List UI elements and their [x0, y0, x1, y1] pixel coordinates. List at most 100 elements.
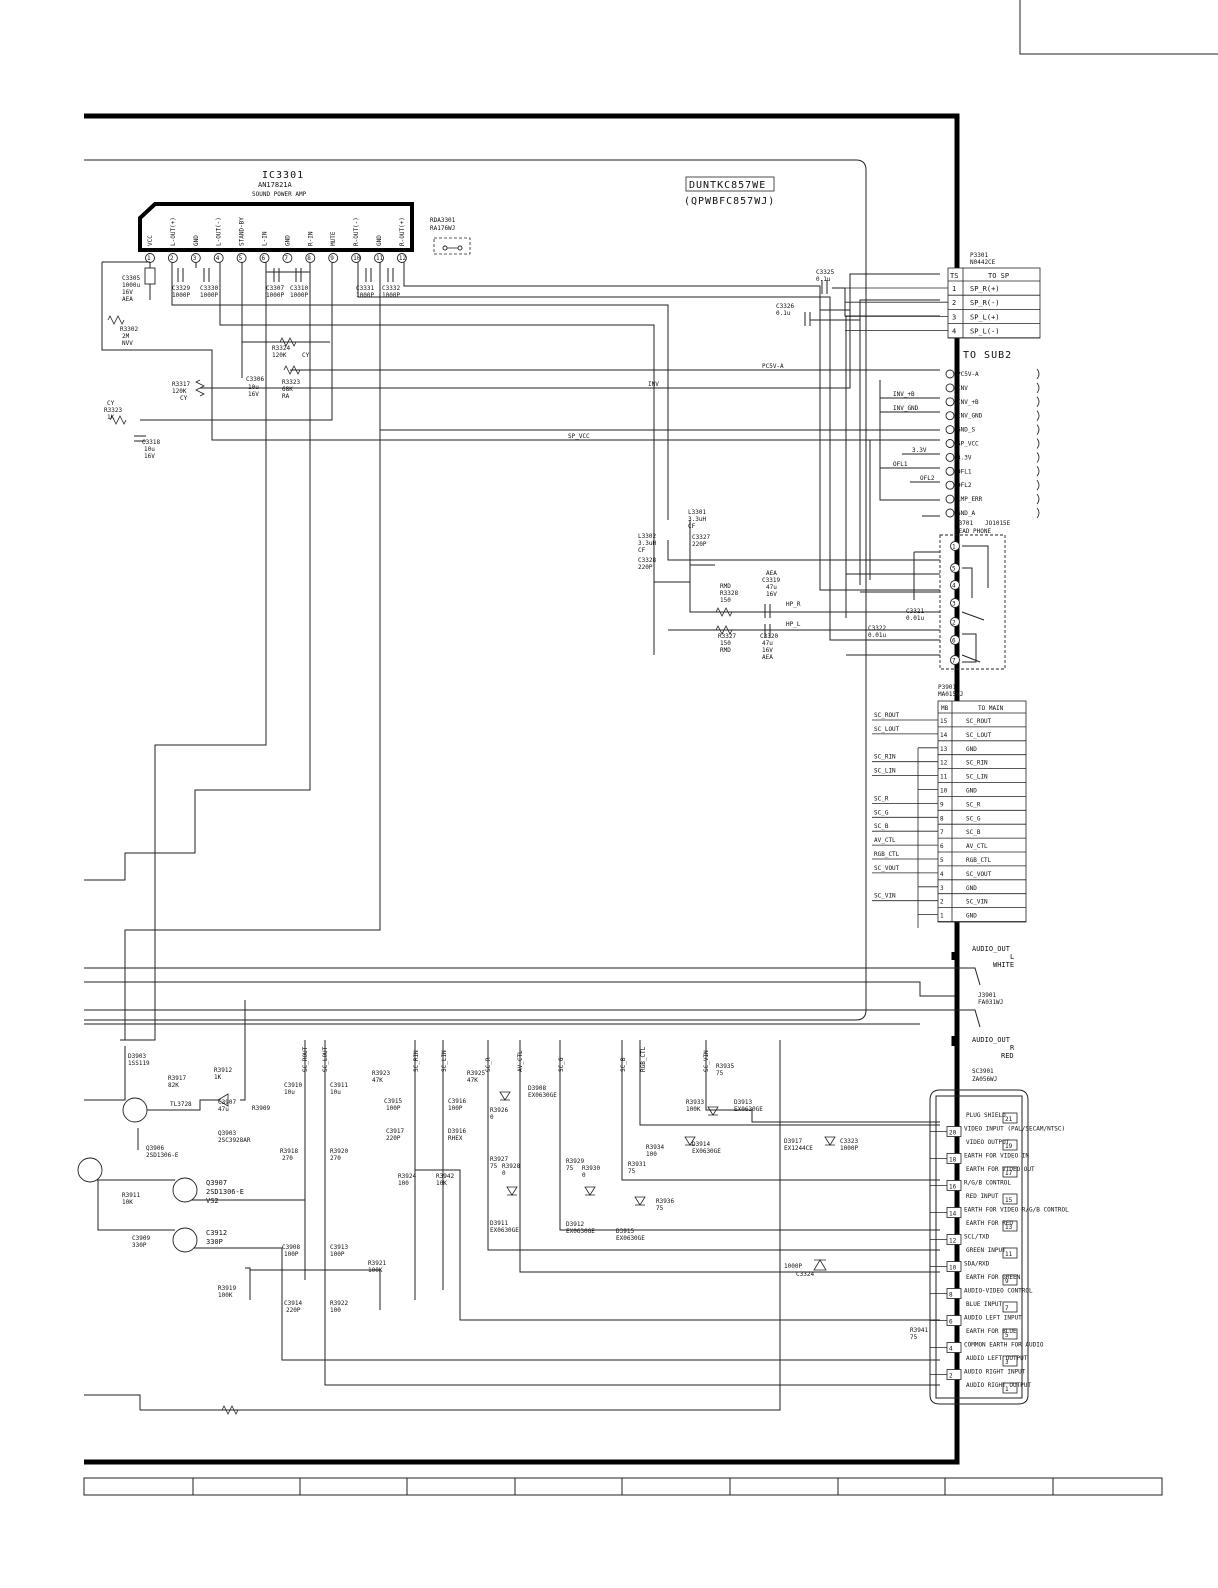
ic-pin-number: 10 [353, 255, 361, 262]
p3901-row-number: 12 [940, 760, 948, 767]
r3935-ref: D3913 [734, 1099, 752, 1106]
d3911-v1: 0 [582, 1172, 586, 1179]
p3901-net-label: SC_ROUT [874, 712, 900, 719]
scart-pin-19 [1002, 1139, 1018, 1151]
r3927b-v1: EX0630GE [490, 1227, 519, 1234]
net-sp-vcc: SP_VCC [568, 433, 590, 440]
sub2-signal-name: GND_S [957, 427, 975, 434]
tl3728-ref: R3909 [252, 1105, 270, 1112]
scart-pin-name: AUDIO RIGHT INPUT [964, 1369, 1026, 1376]
d3916-ref: R3926 [490, 1107, 508, 1114]
p3301-row-name: SP_R(-) [970, 299, 1000, 307]
p3901-net-label: SC_R [874, 795, 889, 802]
ic-pin-number: 12 [399, 255, 407, 262]
p3901-row-number: 3 [940, 885, 944, 892]
scart-pin-number: 13 [1005, 1224, 1013, 1231]
p3901-row-number: 14 [940, 732, 948, 739]
c3310-ref: C3310 [290, 285, 308, 292]
ic-pin-number: 11 [376, 255, 384, 262]
r3936-v1: 100 [646, 1151, 657, 1158]
p3301-row-number: 4 [952, 328, 956, 336]
ic-pin-9 [328, 253, 339, 263]
net-inv: INV [648, 381, 659, 388]
r3323a-v2: RA [282, 393, 290, 400]
p3301-row-name: SP_L(+) [970, 313, 1000, 321]
r3930-v1: 75 [628, 1168, 636, 1175]
r3924-v1: 100P [448, 1105, 463, 1112]
p3301-col2: TO SP [988, 272, 1009, 280]
vertical-net-label: RGB_CTL [640, 1046, 647, 1072]
ic-pin-number: 3 [193, 255, 197, 262]
c3914-ref: R3923 [372, 1070, 390, 1077]
scart-pin-1 [1002, 1382, 1018, 1394]
j3701-pin [950, 598, 960, 608]
j3701-pin-number: 3 [952, 601, 956, 608]
p3901-row-name: SC_G [966, 815, 981, 822]
c3310-v1: 1000P [290, 292, 308, 299]
scart-pin-15 [1002, 1193, 1018, 1205]
c3323-ref: R3941 [910, 1327, 928, 1334]
p3901-row-name: SC_ROUT [966, 718, 992, 725]
p3301-row-name: SP_R(+) [970, 285, 1000, 293]
svg-text:HP_L: HP_L [786, 621, 801, 628]
r3302-v1: 2M [122, 333, 130, 340]
board-part: (QPWBFC857WJ) [684, 196, 775, 207]
r3942-v1: EX0630GE [528, 1092, 557, 1099]
scart-pin-number: 5 [1005, 1332, 1009, 1339]
r3918-ref: C3908 [282, 1244, 300, 1251]
p3301-col1: TS [950, 272, 958, 280]
ic-pin-4 [213, 253, 224, 263]
q3907-v1: 330P [206, 1238, 223, 1246]
r3302-v2: NVV [122, 340, 133, 347]
p3901-row-number: 13 [940, 746, 948, 753]
p3901-row-number: 5 [940, 857, 944, 864]
scart-pin-3 [1002, 1355, 1018, 1367]
sub2-signal-name: SP_VCC [957, 441, 979, 448]
r3936-ref: R3934 [646, 1144, 664, 1151]
j3701-pin [950, 563, 960, 573]
sub2-pin [945, 369, 955, 379]
r3920-v1: 100P [330, 1251, 345, 1258]
p3901-row-name: GND [966, 885, 977, 892]
ic-pin-group: VCC1L-OUT(+)2GND3L-OUT(-)4STAND-BY5L-IN6… [145, 217, 407, 263]
scart-pin-name: EARTH FOR BLUE [966, 1328, 1017, 1335]
scart-pin-name: EARTH FOR RED [966, 1220, 1013, 1227]
p3901-col2: TO MAIN [978, 705, 1004, 712]
c3330-ref: C3330 [200, 285, 218, 292]
audio-out-right-color: RED [1001, 1052, 1014, 1060]
amp-passives: C3305 1000u 16V AEA C3329 1000P C3330 10… [104, 267, 834, 460]
r3922-v1: 100P [386, 1105, 401, 1112]
r3931-ref: D3915 [616, 1228, 634, 1235]
r3911-v1: 330P [132, 1242, 147, 1249]
sub2-signal-list: PC5V-AINVINV_+BINV_GNDGND_SSP_VCC3.3VOFL… [945, 368, 1040, 519]
sub2-signal-name: LMP_ERR [957, 496, 983, 503]
r3324-v2: CY [302, 352, 310, 359]
lower-left-circuit: D3903 1SS119 R3917 82K R3912 1K C3907 47… [77, 1000, 940, 1415]
r3324-v1: 120K [272, 352, 287, 359]
r3933-v1: EX1244CE [784, 1145, 813, 1152]
board-name: DUNTKC857WE [689, 180, 766, 191]
c3305-v1: 1000u [122, 282, 140, 289]
c3305-ref: C3305 [122, 275, 140, 282]
d3912-ref: R3936 [656, 1198, 674, 1205]
j3701-pin [950, 580, 960, 590]
p3301-row-number: 3 [952, 313, 956, 321]
scart-pin-number: 8 [949, 1292, 953, 1299]
c3917-v1: 47K [467, 1077, 478, 1084]
c3320-v1: 47u [762, 640, 773, 647]
j3701-pin-number: 5 [952, 566, 956, 573]
r3323b-v2: CY [107, 400, 115, 407]
vertical-net-label: SC_RIN [413, 1050, 420, 1072]
p3301-ref: P3301 [970, 252, 988, 259]
p3901-net-label: SC_VOUT [874, 865, 900, 872]
d3903-v1: 1K [214, 1074, 222, 1081]
r3909-v1: 10K [122, 1199, 133, 1206]
r3925-v1: RHEX [448, 1135, 463, 1142]
p3901-row-name: GND [966, 913, 977, 920]
ic-pin-name: VCC [147, 235, 154, 246]
d3908-ref: R3928 [502, 1163, 520, 1170]
ic-pin-number: 5 [239, 255, 243, 262]
c3319-ref: C3319 [762, 577, 780, 584]
